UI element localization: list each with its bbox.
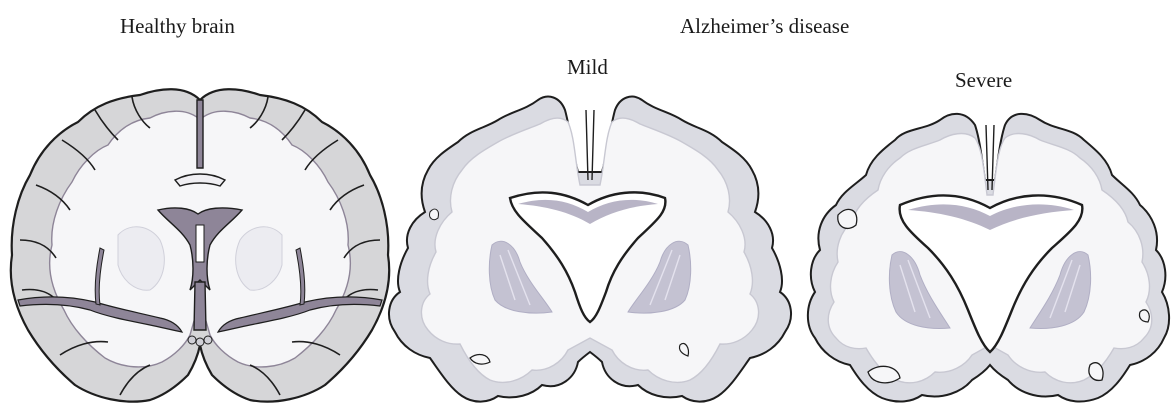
severe-hole-right-lower: [1089, 363, 1103, 381]
healthy-mammillary-right: [204, 336, 212, 344]
severe-hole-left-upper: [838, 209, 857, 228]
severe-ad-brain: [808, 114, 1169, 402]
healthy-mammillary-left: [188, 336, 196, 344]
healthy-third-ventricle: [194, 282, 206, 330]
healthy-mammillary-center: [196, 338, 204, 346]
healthy-longitudinal-fissure: [197, 100, 203, 168]
mild-ad-brain: [389, 97, 791, 402]
healthy-septum: [196, 225, 204, 262]
healthy-brain: [11, 89, 389, 401]
mild-fissure: [586, 110, 594, 180]
mild-hole-left-top: [430, 209, 439, 219]
